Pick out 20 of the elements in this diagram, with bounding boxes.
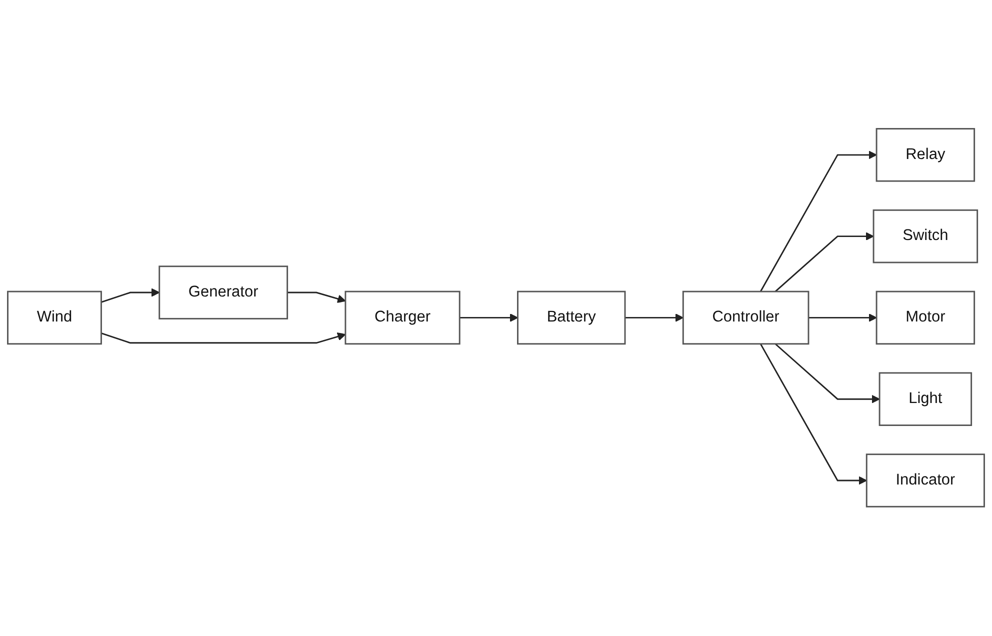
arrow xyxy=(101,288,160,304)
node-box: Controller xyxy=(682,291,810,345)
node-box: Charger xyxy=(344,291,460,345)
arrow xyxy=(774,232,874,292)
node-box: Switch xyxy=(872,210,978,264)
node-box: Light xyxy=(878,372,972,426)
node-box: Indicator xyxy=(866,454,985,508)
node-box: Motor xyxy=(876,291,976,345)
arrow xyxy=(101,332,346,344)
arrow xyxy=(760,150,877,292)
arrow xyxy=(460,314,518,322)
node-box: Wind xyxy=(7,291,102,345)
node-box: Relay xyxy=(876,128,976,182)
arrow xyxy=(808,314,877,322)
arrow xyxy=(760,344,868,486)
arrow xyxy=(625,314,684,322)
node-box: Battery xyxy=(517,291,626,345)
arrow xyxy=(287,292,346,304)
node-box: Generator xyxy=(158,266,288,320)
arrow xyxy=(774,344,880,404)
